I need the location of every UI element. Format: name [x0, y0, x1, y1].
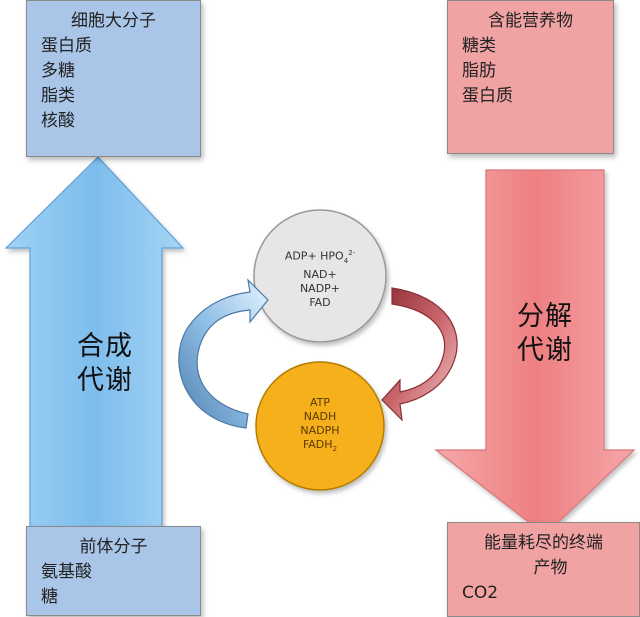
list-item: 蛋白质 [462, 86, 513, 106]
grey-circle-line-1: ADP+ HPO42- [264, 246, 376, 268]
grey-line1-prefix: ADP+ HPO [284, 249, 344, 263]
grey-circle [253, 209, 387, 343]
list-item: 多糖 [41, 61, 75, 81]
box-title: 能量耗尽的终端 [484, 533, 603, 553]
orange-circle-line-4: FADH2 [270, 438, 370, 456]
orange-circle [255, 361, 385, 491]
grey-circle-text: ADP+ HPO42- NAD+ NADP+ FAD [264, 246, 376, 310]
box-title: 细胞大分子 [71, 11, 156, 31]
anabolism-line-1: 合成 [77, 331, 133, 362]
list-item: 脂肪 [462, 61, 496, 81]
orange-line4-sub: 2 [332, 445, 338, 454]
grey-circle-line-4: FAD [309, 295, 331, 309]
list-item: 糖类 [462, 36, 496, 56]
left-curved-arrow [178, 278, 269, 429]
grey-line1-sub: 4 [343, 256, 349, 265]
end-products-box: 能量耗尽的终端 产物 CO2 [447, 522, 640, 617]
list-item: CO2 [462, 583, 499, 603]
catabolism-arrow [434, 169, 636, 536]
list-item: 糖 [41, 587, 58, 607]
box-title: 前体分子 [79, 537, 148, 557]
list-item: 氨基酸 [41, 562, 92, 582]
list-item: 脂类 [41, 86, 75, 106]
grey-line1-sup: 2- [348, 249, 356, 257]
anabolism-arrow [4, 156, 185, 605]
energy-nutrients-box: 含能营养物 糖类 脂肪 蛋白质 [447, 0, 614, 154]
catabolism-line-1: 分解 [517, 301, 573, 332]
grey-circle-line-2: NAD+ [303, 267, 337, 281]
right-curved-arrow [381, 287, 458, 422]
catabolism-line-2: 代谢 [517, 335, 573, 366]
list-item: 产物 [533, 558, 568, 578]
catabolism-label: 分解 代谢 [500, 300, 590, 368]
orange-circle-line-1: ATP [309, 396, 331, 409]
anabolism-label: 合成 代谢 [60, 330, 150, 398]
anabolism-line-2: 代谢 [77, 365, 133, 396]
orange-circle-line-3: NADPH [300, 424, 340, 437]
orange-circle-line-2: NADH [303, 410, 337, 423]
list-item: 核酸 [41, 111, 75, 131]
orange-line4-prefix: FADH [302, 438, 333, 451]
cell-macromolecules-box: 细胞大分子 蛋白质 多糖 脂类 核酸 [26, 0, 201, 157]
grey-circle-line-3: NADP+ [299, 281, 341, 295]
list-item: 蛋白质 [41, 36, 92, 56]
precursor-molecules-box: 前体分子 氨基酸 糖 [26, 526, 201, 616]
box-title: 含能营养物 [488, 11, 573, 31]
orange-circle-text: ATP NADH NADPH FADH2 [270, 396, 370, 456]
